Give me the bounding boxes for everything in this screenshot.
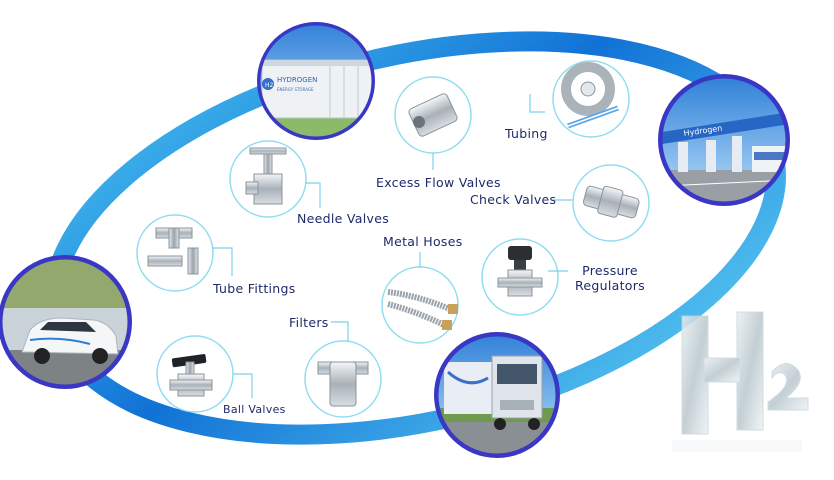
label-pressure-line1: Pressure: [582, 263, 638, 278]
check-valve: [572, 164, 650, 242]
label-ball-valves: Ball Valves: [223, 403, 286, 416]
hydrogen-truck: [434, 332, 560, 458]
h2-ice-logo: [672, 311, 809, 452]
h2-badge: H2: [265, 82, 274, 89]
metal-hose: [381, 266, 459, 344]
filter: [304, 340, 382, 418]
label-tubing: Tubing: [505, 126, 548, 141]
tube-fittings: [136, 214, 214, 292]
pressure-regulator: [481, 238, 559, 316]
hydrogen-fuel-station: Hydrogen: [658, 74, 790, 206]
ball-valve: [156, 335, 234, 413]
label-pressure-line2: Regulators: [574, 278, 645, 293]
label-filters: Filters: [289, 315, 329, 330]
label-pressure-regulators: Pressure Regulators: [565, 263, 655, 293]
label-metal-hoses: Metal Hoses: [383, 234, 463, 249]
hydrogen-storage-container: H2 HYDROGEN ENERGY STORAGE: [257, 22, 375, 140]
label-excess-flow-valves: Excess Flow Valves: [376, 175, 501, 190]
excess-flow-valve: [394, 76, 472, 154]
hydrogen-car: [0, 255, 132, 389]
storage-text-sub: ENERGY STORAGE: [277, 87, 314, 92]
label-check-valves: Check Valves: [470, 192, 557, 207]
needle-valve: [229, 140, 307, 218]
label-needle-valves: Needle Valves: [297, 211, 390, 226]
leader-lines: [212, 94, 572, 398]
tubing-coil: [552, 60, 630, 138]
storage-text-main: HYDROGEN: [277, 76, 317, 84]
label-tube-fittings: Tube Fittings: [213, 281, 296, 296]
